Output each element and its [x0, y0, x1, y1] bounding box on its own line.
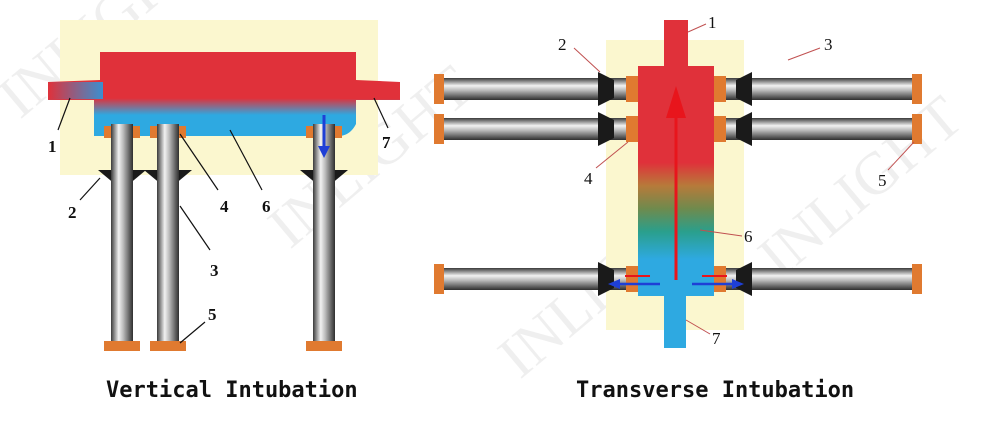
- right-leaders: [573, 23, 915, 335]
- right-flanges: [626, 76, 726, 292]
- transverse-intubation-diagram: 1 2 3 4 5 6 7: [434, 13, 922, 348]
- svg-text:5: 5: [208, 305, 217, 324]
- svg-text:1: 1: [708, 13, 717, 32]
- svg-text:6: 6: [744, 227, 753, 246]
- right-flow-arrows-side: [608, 275, 744, 289]
- svg-text:3: 3: [210, 261, 219, 280]
- right-end-flanges: [434, 74, 922, 294]
- svg-text:3: 3: [824, 35, 833, 54]
- svg-text:2: 2: [68, 203, 77, 222]
- right-flow-arrow-up: [666, 86, 686, 280]
- left-bottom-flanges: [104, 341, 342, 351]
- left-labels: 1 2 3 4 5 6 7: [48, 133, 391, 324]
- svg-text:5: 5: [878, 171, 887, 190]
- svg-text:7: 7: [712, 329, 721, 348]
- vertical-intubation-caption: Vertical Intubation: [106, 378, 358, 403]
- left-flow-arrow: [318, 115, 330, 158]
- svg-text:6: 6: [262, 197, 271, 216]
- svg-text:INLIGHT: INLIGHT: [746, 83, 975, 290]
- svg-text:4: 4: [584, 169, 593, 188]
- right-welds: [598, 72, 752, 296]
- left-header: [48, 52, 400, 136]
- vertical-intubation-diagram: 1 2 3 4 5 6 7: [48, 20, 400, 351]
- transverse-intubation-caption: Transverse Intubation: [576, 378, 855, 403]
- left-tubes: [111, 124, 335, 346]
- right-labels: 1 2 3 4 5 6 7: [558, 13, 887, 348]
- svg-text:2: 2: [558, 35, 567, 54]
- svg-text:7: 7: [382, 133, 391, 152]
- svg-text:1: 1: [48, 137, 57, 156]
- left-leaders: [57, 97, 389, 344]
- svg-text:4: 4: [220, 197, 229, 216]
